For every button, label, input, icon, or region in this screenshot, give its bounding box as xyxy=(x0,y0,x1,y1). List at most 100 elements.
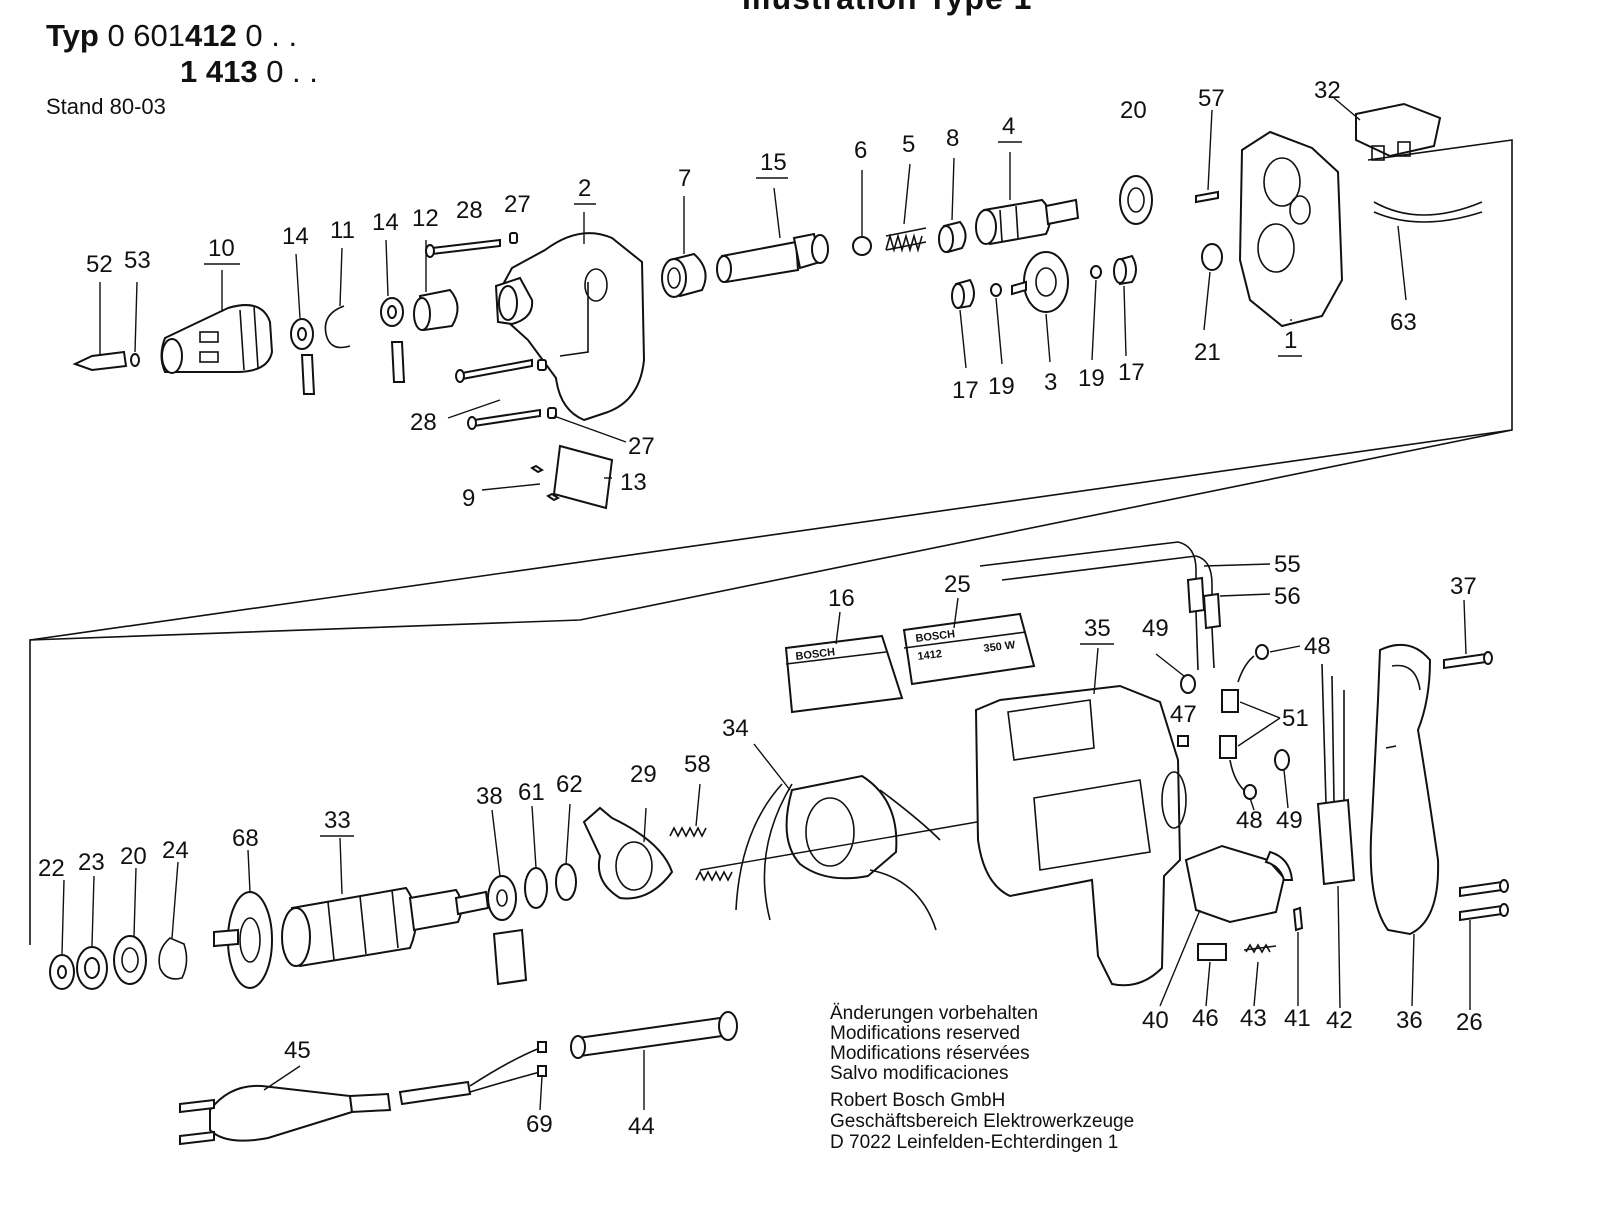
upper-panel-border xyxy=(29,139,1513,945)
washer-19b xyxy=(1090,265,1102,279)
part-label-9: 9 xyxy=(462,485,475,512)
typ-code-2: 1 413 xyxy=(180,54,258,89)
shaft-gear-4 xyxy=(975,198,1080,246)
part-label-24: 24 xyxy=(162,837,189,864)
washer-23 xyxy=(76,946,108,990)
screw-28b xyxy=(455,358,541,430)
ring-62 xyxy=(555,863,577,901)
gear-housing-2 xyxy=(494,232,646,422)
screw-28a xyxy=(425,238,501,258)
part-label-27a: 27 xyxy=(504,191,531,218)
ring-53 xyxy=(130,353,140,367)
washer-22 xyxy=(49,954,75,990)
springs-58 xyxy=(669,826,733,882)
carbon-brushes-51 xyxy=(1219,655,1255,793)
bearing-20a xyxy=(1119,175,1153,225)
pin-57 xyxy=(1195,190,1219,204)
part-label-20b: 20 xyxy=(120,843,147,870)
washer-14b xyxy=(380,297,406,383)
stand-line: Stand 80-03 xyxy=(46,94,166,120)
part-label-17a: 17 xyxy=(952,377,979,404)
stand-value: 80-03 xyxy=(109,94,166,119)
plate25-brand: BOSCH xyxy=(915,628,956,645)
part-label-4: 4 xyxy=(1002,113,1015,140)
capacitor-42 xyxy=(1316,663,1356,886)
part-label-26: 26 xyxy=(1456,1009,1483,1036)
part-label-61: 61 xyxy=(518,779,545,806)
part-label-62: 62 xyxy=(556,771,583,798)
company-address: Robert Bosch GmbH Geschäftsbereich Elekt… xyxy=(830,1090,1134,1153)
part-label-25: 25 xyxy=(944,571,971,598)
cable-wires-55-56 xyxy=(979,541,1222,671)
baffle-29 xyxy=(582,806,674,900)
part-label-49b: 49 xyxy=(1276,807,1303,834)
company-division: Geschäftsbereich Elektrowerkzeuge xyxy=(830,1111,1135,1132)
screw-37 xyxy=(1443,651,1493,670)
part-label-17b: 17 xyxy=(1118,359,1145,386)
part-label-56: 56 xyxy=(1274,583,1301,610)
ring-24 xyxy=(158,937,188,980)
gearbox-cover-1 xyxy=(1238,130,1344,328)
type-line-2: 1 413 0 . . xyxy=(180,54,318,90)
washer-27a xyxy=(509,232,518,244)
part-label-10: 10 xyxy=(208,235,235,262)
part-label-38: 38 xyxy=(476,783,503,810)
screws-26 xyxy=(1459,879,1509,922)
part-label-32: 32 xyxy=(1314,77,1341,104)
part-label-14a: 14 xyxy=(282,223,309,250)
spindle-15 xyxy=(716,232,829,284)
part-label-11: 11 xyxy=(330,217,355,244)
part-label-3: 3 xyxy=(1044,369,1057,396)
cable-69 xyxy=(398,1041,547,1106)
bearing-17b xyxy=(1113,254,1137,286)
part-label-13: 13 xyxy=(620,469,647,496)
spring-clip-49b xyxy=(1274,749,1290,771)
part-label-58: 58 xyxy=(684,751,711,778)
part-label-6: 6 xyxy=(854,137,867,164)
part-label-68: 68 xyxy=(232,825,259,852)
part-label-5: 5 xyxy=(902,131,915,158)
part-label-34: 34 xyxy=(722,715,749,742)
part-label-52: 52 xyxy=(86,251,113,278)
part-label-14b: 14 xyxy=(372,209,399,236)
part-label-40: 40 xyxy=(1142,1007,1169,1034)
bearing-20b xyxy=(113,935,147,985)
part-label-2: 2 xyxy=(578,175,591,202)
part-label-19a: 19 xyxy=(988,373,1015,400)
part-label-28a: 28 xyxy=(456,197,483,224)
part-label-12: 12 xyxy=(412,205,439,232)
rating-plate-16: BOSCH xyxy=(784,634,904,714)
spring-clip-49a xyxy=(1180,674,1196,694)
part-label-19b: 19 xyxy=(1078,365,1105,392)
part-label-69: 69 xyxy=(526,1111,553,1138)
illustration-title: Illustration Type 1 xyxy=(742,0,1032,17)
typ-suffix-2: 0 . . xyxy=(266,54,318,89)
part-label-46: 46 xyxy=(1192,1005,1219,1032)
notice-fr: Modifications réservées xyxy=(830,1043,1030,1064)
part-label-37: 37 xyxy=(1450,573,1477,600)
bearing-38 xyxy=(487,875,528,986)
rating-plate-25: BOSCH 1412 350 W xyxy=(902,612,1036,686)
clamp-46 xyxy=(1197,943,1227,961)
washer-27b xyxy=(537,359,547,371)
bearing-21 xyxy=(1201,243,1223,271)
washer-14a xyxy=(290,318,316,395)
washer-27c xyxy=(547,407,557,419)
typ-label: Typ xyxy=(46,18,99,53)
leader-lines xyxy=(61,97,1471,1111)
notice-en: Modifications reserved xyxy=(830,1023,1021,1044)
plug-45 xyxy=(179,1084,392,1146)
plate25-power: 350 W xyxy=(983,639,1017,655)
ring-61 xyxy=(524,867,548,909)
circlip-11 xyxy=(324,305,351,349)
part-label-21: 21 xyxy=(1194,339,1221,366)
switch-40 xyxy=(1184,844,1294,924)
part-label-43: 43 xyxy=(1240,1005,1267,1032)
screws-48 xyxy=(1243,644,1269,800)
plate16-brand: BOSCH xyxy=(795,646,836,663)
part-label-27b: 27 xyxy=(628,433,655,460)
part-label-20a: 20 xyxy=(1120,97,1147,124)
wires-63 xyxy=(1373,201,1483,223)
plate-13 xyxy=(552,444,614,510)
